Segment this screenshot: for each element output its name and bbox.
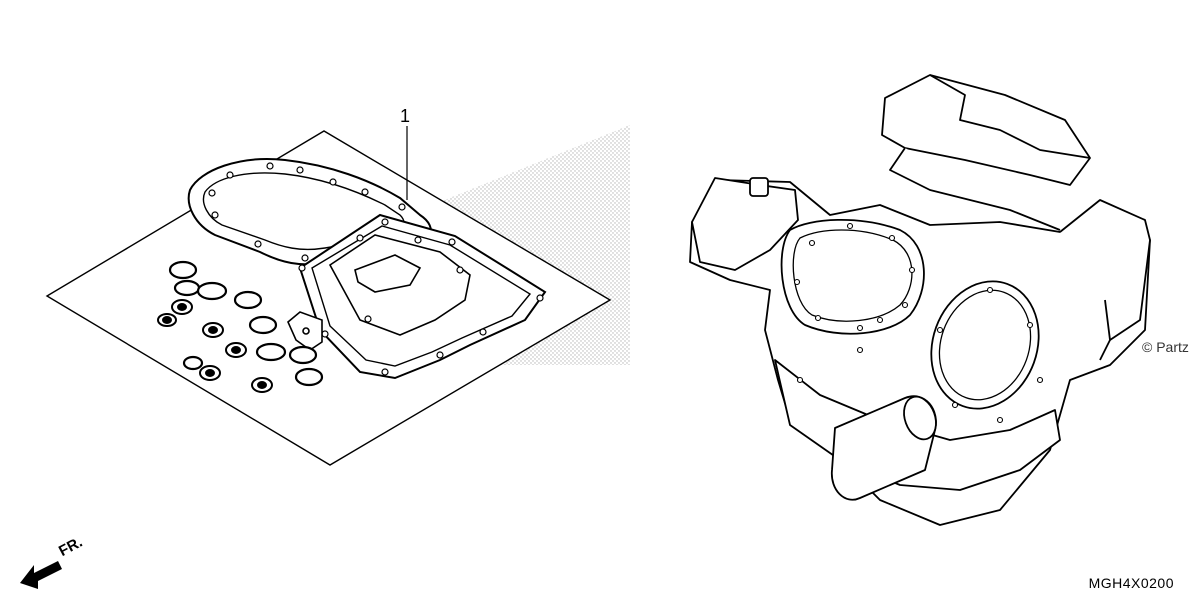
cover-gasket-bolt-holes xyxy=(208,162,406,262)
oil-pan-gasket-bolt-holes xyxy=(298,218,544,376)
diagram-code: MGH4X0200 xyxy=(1088,575,1174,591)
engine-assembly xyxy=(689,74,1151,526)
watermark: © Partz xyxy=(1142,339,1189,355)
bracket-gasket xyxy=(287,311,323,351)
engine-bolt-holes xyxy=(793,222,1044,424)
o-rings xyxy=(168,260,324,387)
oil-pan-gasket xyxy=(298,213,547,380)
seals xyxy=(157,299,273,393)
callout-number: 1 xyxy=(400,106,411,126)
arrow-left-icon xyxy=(20,561,62,589)
